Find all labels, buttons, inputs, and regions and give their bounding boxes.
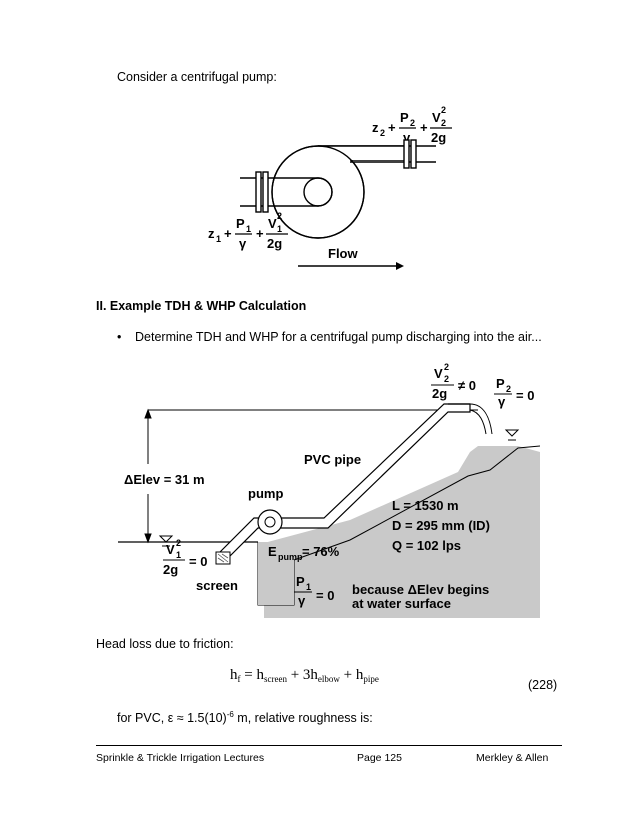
svg-text:2: 2 bbox=[441, 118, 446, 128]
delta-elev-label: ΔElev = 31 m bbox=[124, 472, 205, 487]
footer-left: Sprinkle & Trickle Irrigation Lectures bbox=[96, 752, 265, 764]
length-label: L = 1530 m bbox=[392, 498, 459, 513]
svg-text:2g: 2g bbox=[267, 236, 282, 251]
pvc-roughness-text: for PVC, ε ≈ 1.5(10)-6 m, relative rough… bbox=[117, 710, 373, 726]
svg-text:+: + bbox=[224, 226, 232, 241]
pump-system-diagram: V 2 2 2g ≠ 0 P 2 γ = 0 PVC pipe ΔElev = … bbox=[118, 362, 540, 618]
pump-label: pump bbox=[248, 486, 283, 501]
footer-right: Merkley & Allen bbox=[476, 752, 549, 764]
svg-text:1: 1 bbox=[277, 224, 282, 234]
svg-text:V: V bbox=[432, 110, 441, 125]
svg-text:1: 1 bbox=[216, 234, 221, 244]
centrifugal-pump-diagram: z 2 + P 2 γ + V 2 2 2g z 1 + bbox=[208, 105, 452, 270]
svg-text:2: 2 bbox=[410, 118, 415, 128]
svg-text:≠ 0: ≠ 0 bbox=[458, 378, 476, 393]
svg-text:2: 2 bbox=[277, 211, 282, 221]
svg-text:Flow: Flow bbox=[328, 246, 358, 261]
intro-text: Consider a centrifugal pump: bbox=[117, 70, 277, 84]
svg-text:1: 1 bbox=[246, 224, 251, 234]
flow-rate-label: Q = 102 lps bbox=[392, 538, 461, 553]
pump-icon bbox=[257, 509, 283, 535]
screen-label: screen bbox=[196, 578, 238, 593]
svg-text:2g: 2g bbox=[432, 386, 447, 401]
svg-text:P: P bbox=[236, 216, 245, 231]
svg-text:γ: γ bbox=[403, 130, 411, 145]
diameter-label: D = 295 mm (ID) bbox=[392, 518, 490, 533]
bullet-symbol: • bbox=[117, 330, 122, 344]
section-heading: II. Example TDH & WHP Calculation bbox=[96, 299, 307, 313]
svg-text:2: 2 bbox=[444, 374, 449, 384]
because-note-line2: at water surface bbox=[352, 596, 451, 611]
svg-text:= 76%: = 76% bbox=[302, 544, 340, 559]
footer-rule bbox=[96, 745, 562, 746]
ground-fill bbox=[230, 446, 540, 618]
svg-text:P: P bbox=[400, 110, 409, 125]
svg-text:= 0: = 0 bbox=[189, 554, 207, 569]
outlet-energy-equation: z 2 + P 2 γ + V 2 2 2g bbox=[372, 105, 452, 145]
pvc-pipe-label: PVC pipe bbox=[304, 452, 361, 467]
headloss-equation: hf = hscreen + 3helbow + hpipe bbox=[230, 667, 379, 684]
elevation-dimension bbox=[144, 408, 478, 544]
inlet-pipe bbox=[240, 171, 333, 213]
svg-text:z: z bbox=[372, 120, 379, 135]
svg-text:1: 1 bbox=[176, 550, 181, 560]
svg-text:2g: 2g bbox=[431, 130, 446, 145]
because-note-line1: because ΔElev begins bbox=[352, 582, 489, 597]
svg-text:= 0: = 0 bbox=[316, 588, 334, 603]
v2-label: V bbox=[434, 366, 443, 381]
flow-arrow: Flow bbox=[298, 246, 404, 270]
inlet-energy-equation: z 1 + P 1 γ + V 2 1 2g bbox=[208, 211, 288, 251]
footer-page-number: Page 125 bbox=[357, 752, 402, 764]
svg-text:+: + bbox=[256, 226, 264, 241]
svg-text:z: z bbox=[208, 226, 215, 241]
svg-text:pump: pump bbox=[278, 552, 303, 562]
water-surface-left bbox=[158, 535, 174, 547]
svg-text:= 0: = 0 bbox=[516, 388, 534, 403]
pump-efficiency-label: E bbox=[268, 544, 277, 559]
svg-text:+: + bbox=[420, 120, 428, 135]
equation-number: (228) bbox=[528, 678, 558, 692]
svg-text:2: 2 bbox=[506, 384, 511, 394]
svg-text:+: + bbox=[388, 120, 396, 135]
bullet-text: Determine TDH and WHP for a centrifugal … bbox=[135, 330, 542, 344]
svg-text:γ: γ bbox=[298, 593, 306, 608]
svg-text:V: V bbox=[268, 216, 277, 231]
svg-text:2: 2 bbox=[380, 128, 385, 138]
svg-text:1: 1 bbox=[306, 582, 311, 592]
p1-label: P bbox=[296, 574, 305, 589]
svg-text:2: 2 bbox=[441, 105, 446, 115]
v1-label: V bbox=[166, 542, 175, 557]
svg-text:2: 2 bbox=[176, 538, 181, 548]
svg-text:2: 2 bbox=[444, 362, 449, 372]
outlet-pipe bbox=[318, 139, 436, 169]
headloss-text: Head loss due to friction: bbox=[96, 637, 234, 651]
p2-label: P bbox=[496, 376, 505, 391]
svg-text:γ: γ bbox=[239, 236, 247, 251]
svg-text:2g: 2g bbox=[163, 562, 178, 577]
svg-text:γ: γ bbox=[498, 394, 506, 409]
water-surface-right bbox=[504, 429, 520, 441]
